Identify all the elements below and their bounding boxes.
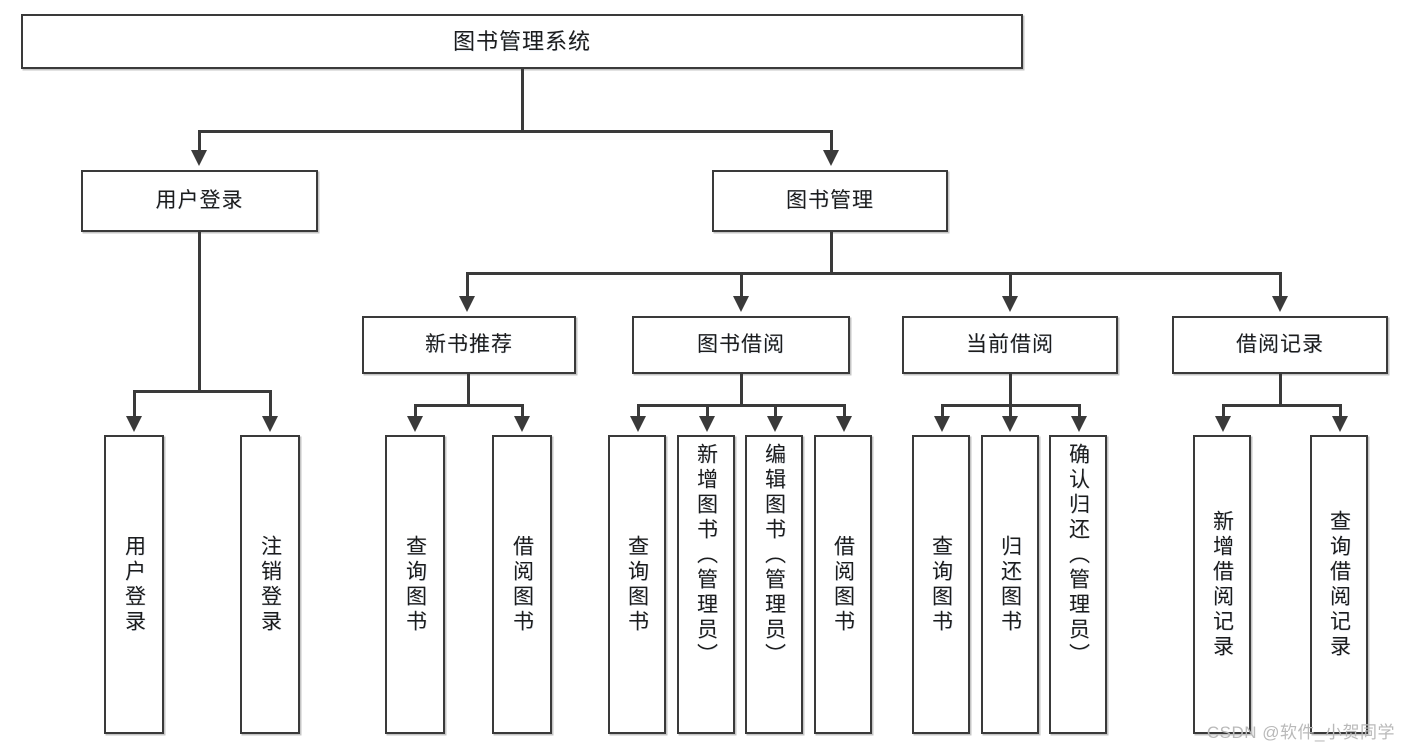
node-label: 用户登录: [155, 188, 244, 212]
arrow-root-to-user-login: [191, 150, 207, 166]
arrow-user-login-to-leaf-2: [262, 416, 278, 432]
node-label: 注销登录: [258, 534, 282, 635]
arrow-bm-to-lvl3-3: [1002, 296, 1018, 312]
node-label: 用户登录: [122, 534, 146, 635]
connector-bb-to-leaf-4: [843, 404, 846, 418]
connector-bm-to-lvl3-4: [1279, 272, 1282, 298]
connector-bm-to-lvl3-1: [466, 272, 469, 298]
connector-borrow-record-stem: [1279, 374, 1282, 406]
node-label: 查询图书: [929, 534, 953, 635]
leaf-query-book-current[interactable]: 查询图书: [912, 435, 970, 734]
node-label: 查询图书: [403, 534, 427, 635]
arrow-nb-to-leaf-1: [407, 416, 423, 432]
connector-br-to-leaf-2: [1339, 404, 1342, 418]
connector-user-login-to-leaf-1: [133, 390, 136, 418]
connector-bm-to-lvl3-3: [1009, 272, 1012, 298]
connector-bb-to-leaf-3: [774, 404, 777, 418]
leaf-edit-book-admin[interactable]: 编辑图书（管理员）: [745, 435, 803, 734]
arrow-bm-to-lvl3-2: [733, 296, 749, 312]
connector-bb-to-leaf-1: [637, 404, 640, 418]
arrow-br-to-leaf-2: [1332, 416, 1348, 432]
connector-current-borrow-stem: [1009, 374, 1012, 406]
arrow-root-to-book-manage: [823, 150, 839, 166]
connector-new-book-bar: [414, 404, 523, 407]
leaf-query-borrow-record[interactable]: 查询借阅记录: [1310, 435, 1368, 734]
connector-user-login-to-leaf-2: [269, 390, 272, 418]
connector-cb-to-leaf-1: [941, 404, 944, 418]
node-root-system[interactable]: 图书管理系统: [21, 14, 1023, 69]
leaf-confirm-return-admin[interactable]: 确认归还（管理员）: [1049, 435, 1107, 734]
connector-nb-to-leaf-1: [414, 404, 417, 418]
watermark-text: CSDN @软件_小贺同学: [1206, 723, 1395, 742]
node-label: 查询借阅记录: [1327, 509, 1351, 660]
connector-book-borrow-stem: [740, 374, 743, 406]
leaf-query-book-borrow[interactable]: 查询图书: [608, 435, 666, 734]
connector-root-to-book-manage: [830, 130, 833, 152]
leaf-return-book[interactable]: 归还图书: [981, 435, 1039, 734]
connector-new-book-stem: [467, 374, 470, 406]
node-label: 当前借阅: [966, 332, 1054, 356]
connector-root-to-user-login: [198, 130, 201, 152]
node-label: 图书管理: [786, 188, 874, 212]
arrow-br-to-leaf-1: [1215, 416, 1231, 432]
connector-cb-to-leaf-3: [1078, 404, 1081, 418]
arrow-bm-to-lvl3-4: [1272, 296, 1288, 312]
node-book-borrow[interactable]: 图书借阅: [632, 316, 850, 374]
connector-nb-to-leaf-2: [521, 404, 524, 418]
node-label: 借阅图书: [831, 534, 855, 635]
node-label: 新增借阅记录: [1210, 509, 1234, 660]
node-borrow-record[interactable]: 借阅记录: [1172, 316, 1388, 374]
arrow-nb-to-leaf-2: [514, 416, 530, 432]
node-label: 图书借阅: [697, 332, 785, 356]
connector-br-to-leaf-1: [1222, 404, 1225, 418]
connector-borrow-record-bar: [1222, 404, 1340, 407]
arrow-bm-to-lvl3-1: [459, 296, 475, 312]
node-user-login[interactable]: 用户登录: [81, 170, 318, 232]
connector-cb-to-leaf-2: [1009, 404, 1012, 418]
connector-book-management-bar: [466, 272, 1281, 275]
arrow-cb-to-leaf-2: [1002, 416, 1018, 432]
connector-book-borrow-bar: [637, 404, 846, 407]
leaf-add-borrow-record[interactable]: 新增借阅记录: [1193, 435, 1251, 734]
node-label: 新书推荐: [425, 332, 513, 356]
connector-user-login-stem: [198, 232, 201, 392]
leaf-borrow-book[interactable]: 借阅图书: [814, 435, 872, 734]
node-label: 确认归还（管理员）: [1066, 443, 1090, 668]
node-label: 归还图书: [998, 534, 1022, 635]
connector-bb-to-leaf-2: [706, 404, 709, 418]
connector-user-login-bar: [133, 390, 271, 393]
leaf-user-login[interactable]: 用户登录: [104, 435, 164, 734]
connector-root-stem: [521, 69, 524, 131]
node-book-management[interactable]: 图书管理: [712, 170, 948, 232]
node-label: 新增图书（管理员）: [694, 443, 718, 668]
arrow-bb-to-leaf-1: [630, 416, 646, 432]
arrow-bb-to-leaf-4: [836, 416, 852, 432]
leaf-borrow-book-recommend[interactable]: 借阅图书: [492, 435, 552, 734]
arrow-user-login-to-leaf-1: [126, 416, 142, 432]
node-current-borrow[interactable]: 当前借阅: [902, 316, 1118, 374]
node-new-book-recommend[interactable]: 新书推荐: [362, 316, 576, 374]
node-label: 查询图书: [625, 534, 649, 635]
node-label: 编辑图书（管理员）: [762, 443, 786, 668]
connector-bm-to-lvl3-2: [740, 272, 743, 298]
node-label: 借阅图书: [510, 534, 534, 635]
node-label: 借阅记录: [1236, 332, 1324, 356]
arrow-cb-to-leaf-3: [1071, 416, 1087, 432]
node-label: 图书管理系统: [452, 28, 591, 54]
connector-book-management-stem: [830, 232, 833, 274]
arrow-cb-to-leaf-1: [934, 416, 950, 432]
connector-root-bar: [198, 130, 832, 133]
arrow-bb-to-leaf-2: [699, 416, 715, 432]
leaf-logout[interactable]: 注销登录: [240, 435, 300, 734]
arrow-bb-to-leaf-3: [767, 416, 783, 432]
leaf-add-book-admin[interactable]: 新增图书（管理员）: [677, 435, 735, 734]
leaf-query-book-recommend[interactable]: 查询图书: [385, 435, 445, 734]
